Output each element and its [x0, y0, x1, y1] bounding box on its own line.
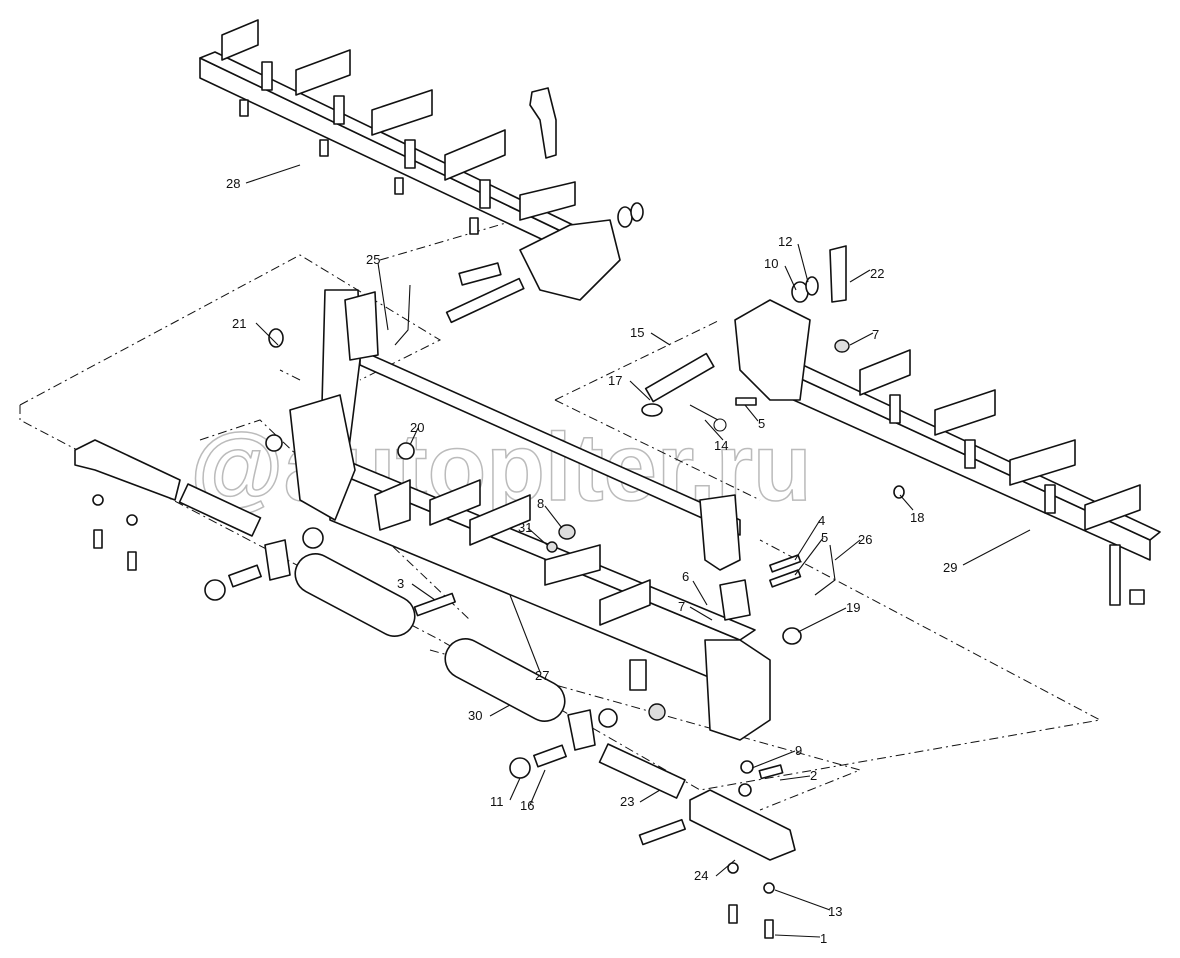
- callout-17: 17: [608, 373, 622, 388]
- callout-4: 4: [818, 513, 825, 528]
- callout-12: 12: [778, 234, 792, 249]
- callout-22: 22: [870, 266, 884, 281]
- callout-26: 26: [858, 532, 872, 547]
- callout-6: 6: [682, 569, 689, 584]
- callout-8: 8: [537, 496, 544, 511]
- callout-1: 1: [820, 931, 827, 946]
- callout-19: 19: [846, 600, 860, 615]
- callout-5b: 5: [821, 530, 828, 545]
- main-frame: [289, 289, 771, 741]
- callout-labels: 28 25 21 15 17 14 5 12 10 22 7 20 8 31 4…: [226, 176, 957, 946]
- callout-18: 18: [910, 510, 924, 525]
- callout-24: 24: [694, 868, 708, 883]
- callout-3: 3: [397, 576, 404, 591]
- callout-25: 25: [366, 252, 380, 267]
- callout-10: 10: [764, 256, 778, 271]
- callout-20: 20: [410, 420, 424, 435]
- callout-27: 27: [535, 668, 549, 683]
- callout-31: 31: [518, 520, 532, 535]
- top-tine-bar: [199, 19, 644, 324]
- callout-23: 23: [620, 794, 634, 809]
- right-tine-bar: [734, 245, 1161, 606]
- callout-16: 16: [520, 798, 534, 813]
- assembly-lines: [19, 209, 1102, 811]
- callout-29: 29: [943, 560, 957, 575]
- left-hardware: [74, 328, 576, 637]
- callout-11: 11: [490, 794, 504, 809]
- callout-7a: 7: [872, 327, 879, 342]
- callout-15: 15: [630, 325, 644, 340]
- bottom-hardware: [394, 284, 905, 939]
- callout-13: 13: [828, 904, 842, 919]
- callout-7b: 7: [678, 599, 685, 614]
- callout-28: 28: [226, 176, 240, 191]
- callout-14: 14: [714, 438, 728, 453]
- callout-2: 2: [810, 768, 817, 783]
- callout-5a: 5: [758, 416, 765, 431]
- callout-30: 30: [468, 708, 482, 723]
- leader-lines: [245, 164, 1031, 938]
- callout-21: 21: [232, 316, 246, 331]
- callout-9: 9: [795, 743, 802, 758]
